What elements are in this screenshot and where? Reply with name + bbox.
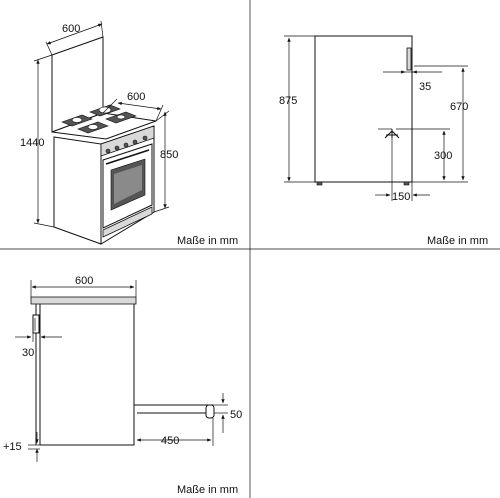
offset-top-label: 30 (22, 347, 34, 359)
gas-height-label: 300 (434, 150, 452, 162)
control-knob (105, 148, 111, 154)
control-knob (114, 145, 120, 151)
control-knob (132, 139, 138, 145)
burner-caps (71, 106, 126, 130)
foot-inset-label: 150 (392, 191, 410, 203)
door-handle-end (205, 404, 215, 419)
depth-label: 600 (127, 91, 145, 103)
control-strip (100, 125, 155, 157)
oven-window-glare (114, 165, 142, 204)
base-offset-label: +15 (3, 441, 22, 453)
install-width-label: 600 (75, 275, 93, 287)
dimension-line-top-width (46, 23, 103, 45)
front-foot (403, 181, 410, 186)
cooker-top-edge (30, 296, 137, 305)
wall-bracket (32, 314, 40, 334)
side-gas-connector (384, 129, 400, 139)
open-oven-door (134, 404, 213, 414)
connection-inset-label: 35 (419, 81, 431, 93)
door-depth-label: 450 (161, 435, 179, 447)
panel-caption: Maße in mm (177, 484, 238, 496)
cooker-body-outline (39, 304, 135, 446)
control-knob (142, 135, 148, 141)
top-gas-connector (406, 47, 412, 71)
installation-view-panel: 600 30 450 50 +15 Maße in mm (3, 275, 242, 496)
storage-drawer (102, 206, 153, 238)
body-height-label: 850 (160, 149, 178, 161)
cooker-side-outline (314, 35, 413, 183)
top-width-label: 600 (62, 23, 80, 35)
panel-caption: Maße in mm (177, 235, 238, 247)
control-knob (123, 142, 129, 148)
oven-door-handle (105, 149, 150, 165)
door-height-label: 50 (230, 409, 242, 421)
total-height-label: 1440 (20, 137, 44, 149)
panel-caption: Maße in mm (427, 235, 488, 247)
rear-foot (316, 181, 323, 186)
side-view-panel: 875 670 35 300 150 Maße in mm (279, 35, 488, 247)
dimension-line-depth (117, 101, 162, 111)
side-height-label: 875 (279, 95, 297, 107)
cooker-front-face (53, 136, 102, 245)
front-view-panel: 600 600 1440 850 Maße in mm (20, 20, 238, 247)
connection-height-label: 670 (450, 101, 468, 113)
